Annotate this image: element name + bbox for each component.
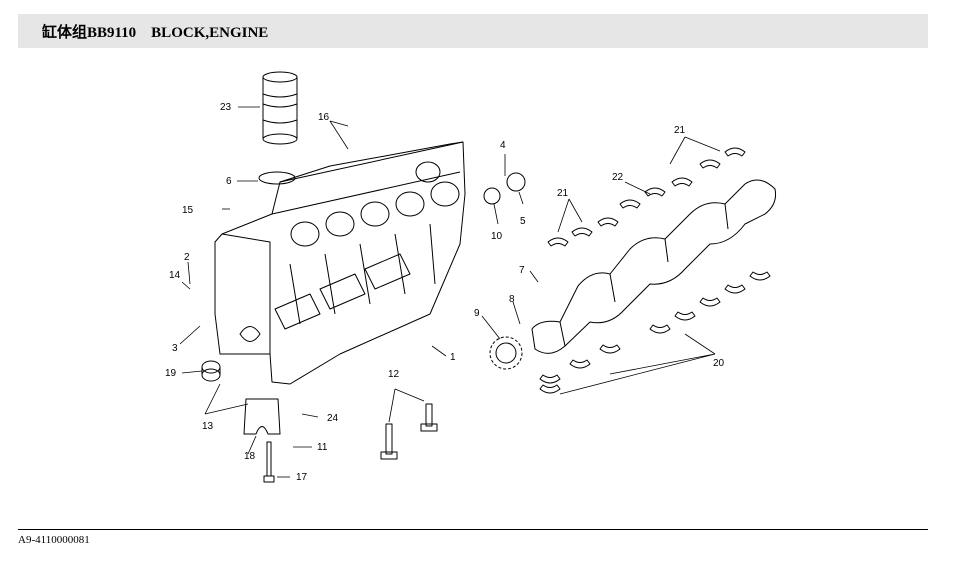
callout-5: 5	[520, 216, 526, 227]
callout-19: 19	[165, 368, 177, 379]
callout-12: 12	[388, 369, 400, 380]
crank-gear-part	[489, 336, 523, 370]
bearing-cap-part	[243, 398, 281, 435]
cap-bolt-part	[263, 441, 275, 483]
engine-block-part	[214, 141, 466, 385]
callout-15: 15	[182, 205, 194, 216]
bolt-12a-part	[380, 423, 398, 460]
callout-2: 2	[184, 252, 190, 263]
bolt-12b-part	[420, 403, 438, 432]
callout-8: 8	[509, 294, 515, 305]
callout-20: 20	[713, 358, 725, 369]
callout-6: 6	[226, 176, 232, 187]
cylinder-liner-part	[262, 71, 298, 145]
document-code: A9-4110000081	[18, 534, 90, 546]
callout-11: 11	[317, 442, 328, 453]
callout-21-lower: 21	[557, 188, 569, 199]
title-bar: 缸体组BB9110 BLOCK,ENGINE	[18, 14, 928, 48]
crankshaft-part	[531, 179, 776, 354]
callout-23: 23	[220, 102, 232, 113]
callout-7: 7	[519, 265, 525, 276]
callout-10: 10	[491, 231, 503, 242]
callout-13: 13	[202, 421, 214, 432]
callout-4: 4	[500, 140, 506, 151]
seal-19-part	[201, 360, 221, 382]
callout-18: 18	[244, 451, 256, 462]
callout-22: 22	[612, 172, 624, 183]
page-title: 缸体组BB9110 BLOCK,ENGINE	[42, 25, 269, 41]
callout-9: 9	[474, 308, 480, 319]
callout-1: 1	[450, 352, 456, 363]
callout-24: 24	[327, 413, 339, 424]
callout-21-upper: 21	[674, 125, 686, 136]
footer-rule	[18, 529, 928, 530]
callout-14: 14	[169, 270, 181, 281]
plug-5-part	[506, 172, 526, 192]
exploded-parts-diagram: 23 16 6 15 2 14 3 19 13 18 17 11 24 12 1…	[160, 64, 788, 488]
engine-block-illustration: 23 16 6 15 2 14 3 19 13 18 17 11 24 12 1…	[165, 71, 776, 483]
bearing-shells-lower-part	[539, 271, 771, 394]
leader-lines	[179, 106, 721, 478]
callout-labels: 23 16 6 15 2 14 3 19 13 18 17 11 24 12 1…	[165, 102, 725, 483]
bearing-shells-upper-part	[547, 147, 746, 247]
o-ring-part	[258, 171, 296, 185]
callout-17: 17	[296, 472, 308, 483]
callout-16: 16	[318, 112, 330, 123]
plug-10-part	[483, 187, 501, 205]
callout-3: 3	[172, 343, 178, 354]
